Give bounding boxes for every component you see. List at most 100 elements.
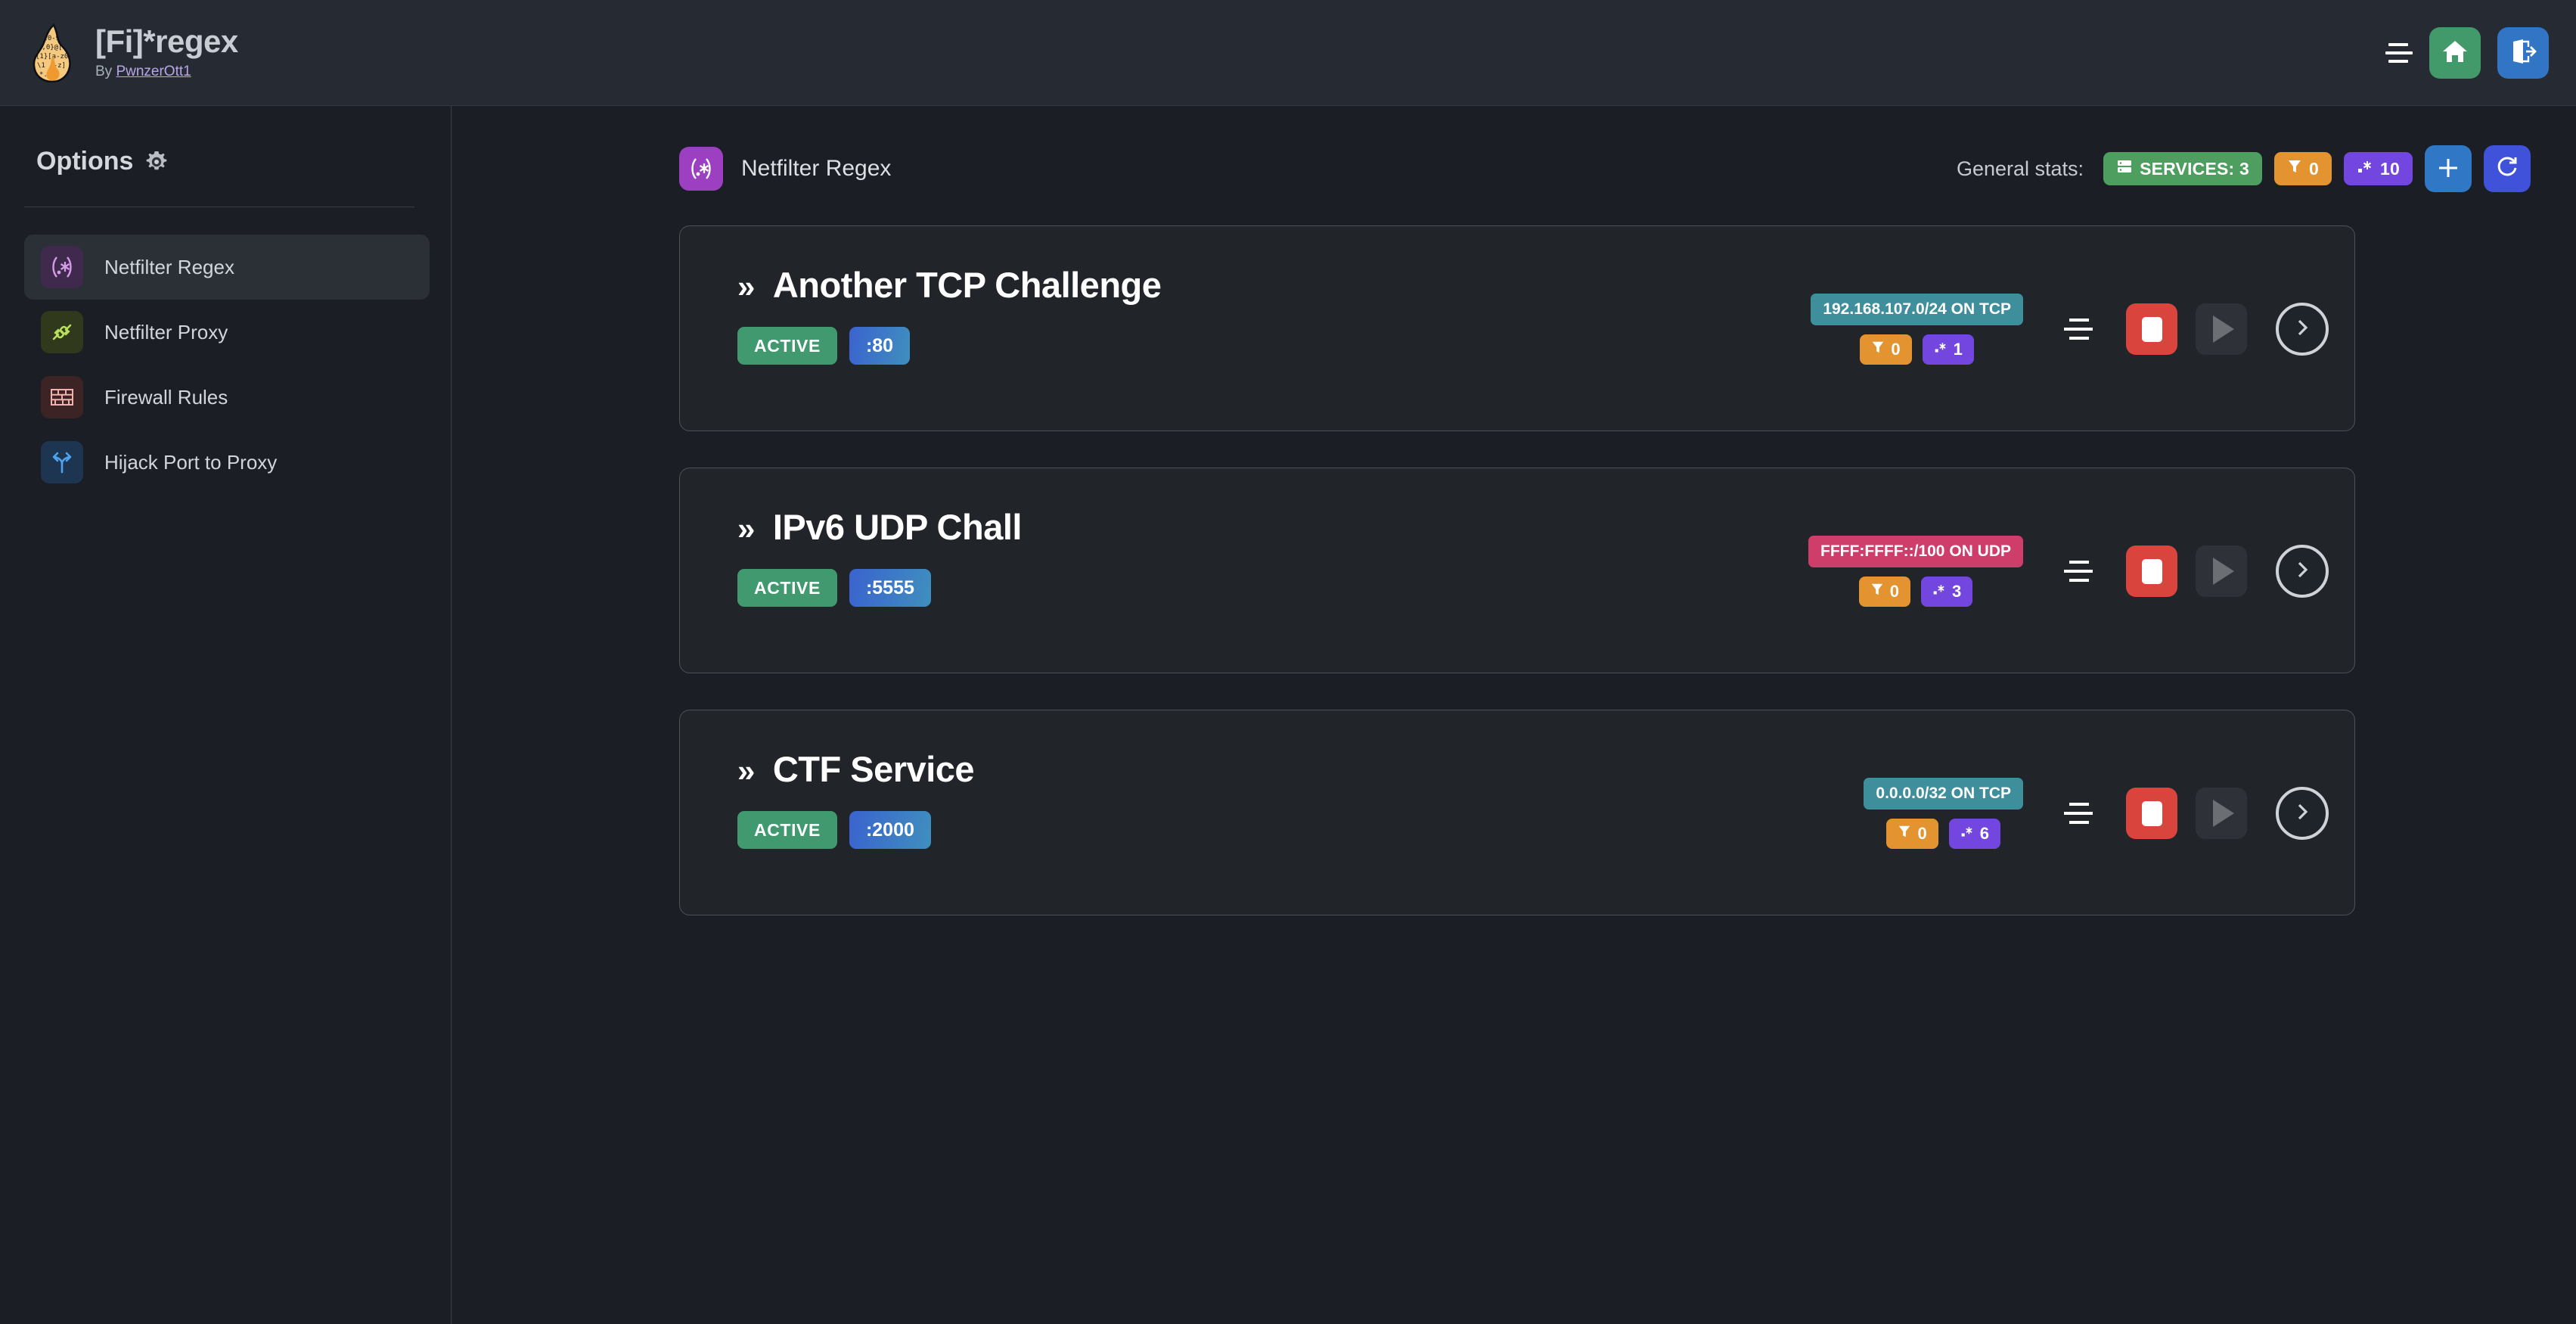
add-service-button[interactable] xyxy=(2425,145,2472,192)
filter-icon xyxy=(1870,582,1884,601)
service-card[interactable]: » Another TCP Challenge ACTIVE :80 192.1… xyxy=(679,225,2355,431)
status-badge: ACTIVE xyxy=(737,569,837,607)
service-tags: ACTIVE :5555 xyxy=(737,569,1022,607)
plug-icon xyxy=(41,311,83,353)
stop-button[interactable] xyxy=(2126,545,2177,597)
service-counters: 0 6 xyxy=(1886,819,2000,849)
chevron-right-icon xyxy=(2291,316,2314,343)
stop-button[interactable] xyxy=(2126,788,2177,839)
play-button[interactable] xyxy=(2196,545,2247,597)
open-service-button[interactable] xyxy=(2276,303,2329,356)
logout-button[interactable] xyxy=(2497,26,2549,79)
hamburger-menu-icon[interactable] xyxy=(2378,40,2413,66)
service-name: Another TCP Challenge xyxy=(772,265,1162,305)
stat-services[interactable]: SERVICES: 3 xyxy=(2103,152,2263,185)
stat-regexes-text: 10 xyxy=(2380,158,2400,179)
regex-dot-star-icon xyxy=(1960,824,1974,844)
open-service-button[interactable] xyxy=(2276,787,2329,840)
port-badge: :5555 xyxy=(849,569,931,607)
chevron-right-icon xyxy=(2291,558,2314,585)
sidebar-title: Options xyxy=(36,147,134,176)
filter-icon xyxy=(2287,158,2302,179)
service-regex-count[interactable]: 6 xyxy=(1948,819,2000,849)
regex-dot-star-icon xyxy=(2357,158,2373,179)
stop-icon xyxy=(2141,800,2162,826)
gear-icon xyxy=(144,149,169,175)
svg-text:{1}[a-z0-9]: {1}[a-z0-9] xyxy=(36,53,77,61)
service-filters-count-text: 0 xyxy=(1891,340,1901,359)
sidebar-item-firewall-rules[interactable]: Firewall Rules xyxy=(24,365,430,430)
service-network-group: 192.168.107.0/24 ON TCP 0 1 xyxy=(1811,294,2023,365)
svg-text:-z0-9: -z0-9 xyxy=(39,35,60,42)
service-counters: 0 1 xyxy=(1860,334,1974,365)
author-link[interactable]: PwnzerOtt1 xyxy=(116,63,191,79)
double-chevron-icon: » xyxy=(737,511,755,546)
sidebar-item-netfilter-proxy[interactable]: Netfilter Proxy xyxy=(24,300,430,365)
list-icon[interactable] xyxy=(2056,556,2093,586)
refresh-icon xyxy=(2494,155,2520,183)
filter-icon xyxy=(1898,824,1911,844)
network-badge: 192.168.107.0/24 ON TCP xyxy=(1811,294,2023,325)
service-tags: ACTIVE :2000 xyxy=(737,811,974,849)
network-badge: FFFF:FFFF::/100 ON UDP xyxy=(1808,536,2023,567)
main-content: Netfilter Regex General stats: SERVICES:… xyxy=(452,106,2576,1324)
sidebar-nav: Netfilter Regex Netfilter Proxy xyxy=(0,207,451,495)
service-actions: 0.0.0.0/32 ON TCP 0 6 xyxy=(1864,710,2329,916)
filter-icon xyxy=(1871,340,1885,359)
home-button[interactable] xyxy=(2429,26,2481,79)
brick-wall-icon xyxy=(41,376,83,418)
sidebar-item-hijack-port-to-proxy[interactable]: Hijack Port to Proxy xyxy=(24,430,430,495)
regex-icon xyxy=(41,246,83,288)
service-filters-count[interactable]: 0 xyxy=(1860,334,1912,365)
play-button[interactable] xyxy=(2196,303,2247,355)
server-icon xyxy=(2116,158,2133,179)
app-title: [Fi]*regex xyxy=(95,23,238,60)
play-button[interactable] xyxy=(2196,788,2247,839)
stat-regexes[interactable]: 10 xyxy=(2344,152,2413,185)
app-header: -z0-9 2,0}@[a {1}[a-z0-9] \1 .-z] *.{2} … xyxy=(0,0,2576,106)
play-icon xyxy=(2213,800,2234,827)
service-actions: FFFF:FFFF::/100 ON UDP 0 3 xyxy=(1808,468,2329,674)
service-info: » IPv6 UDP Chall ACTIVE :5555 xyxy=(737,506,1022,607)
play-icon xyxy=(2213,558,2234,585)
sidebar-item-netfilter-regex[interactable]: Netfilter Regex xyxy=(24,235,430,300)
service-info: » Another TCP Challenge ACTIVE :80 xyxy=(737,264,1162,365)
stat-filters[interactable]: 0 xyxy=(2274,152,2332,185)
stat-services-text: SERVICES: 3 xyxy=(2140,158,2250,179)
service-regex-count[interactable]: 3 xyxy=(1921,577,1973,607)
service-actions: 192.168.107.0/24 ON TCP 0 1 xyxy=(1811,226,2329,432)
service-network-group: 0.0.0.0/32 ON TCP 0 6 xyxy=(1864,778,2023,849)
status-badge: ACTIVE xyxy=(737,811,837,849)
service-counters: 0 3 xyxy=(1858,577,1973,607)
sidebar-item-label: Firewall Rules xyxy=(104,385,228,409)
port-badge: :2000 xyxy=(849,811,931,849)
home-icon xyxy=(2441,39,2469,67)
service-regex-count[interactable]: 1 xyxy=(1922,334,1974,365)
sidebar-item-label: Netfilter Regex xyxy=(104,255,234,278)
flame-regex-logo-icon: -z0-9 2,0}@[a {1}[a-z0-9] \1 .-z] *.{2} xyxy=(29,23,77,82)
list-icon[interactable] xyxy=(2056,798,2093,828)
service-card[interactable]: » IPv6 UDP Chall ACTIVE :5555 FFFF:FFFF:… xyxy=(679,468,2355,673)
sidebar-item-label: Netfilter Proxy xyxy=(104,320,228,343)
header-actions xyxy=(2378,26,2576,79)
svg-text:2,0}@[a: 2,0}@[a xyxy=(38,44,67,51)
double-chevron-icon: » xyxy=(737,753,755,788)
service-filters-count[interactable]: 0 xyxy=(1858,577,1910,607)
double-chevron-icon: » xyxy=(737,269,755,304)
service-name: CTF Service xyxy=(772,749,975,789)
service-regex-count-text: 3 xyxy=(1952,582,1962,601)
open-service-button[interactable] xyxy=(2276,545,2329,598)
service-filters-count[interactable]: 0 xyxy=(1886,819,1938,849)
plus-icon xyxy=(2435,155,2461,183)
regex-icon xyxy=(679,147,723,191)
stop-button[interactable] xyxy=(2126,303,2177,355)
fork-arrow-icon xyxy=(41,441,83,483)
sidebar-item-label: Hijack Port to Proxy xyxy=(104,450,278,474)
service-name: IPv6 UDP Chall xyxy=(772,507,1023,547)
service-card[interactable]: » CTF Service ACTIVE :2000 0.0.0.0/32 ON… xyxy=(679,710,2355,915)
refresh-button[interactable] xyxy=(2484,145,2531,192)
page-title: Netfilter Regex xyxy=(741,156,892,181)
logout-icon xyxy=(2509,39,2537,67)
list-icon[interactable] xyxy=(2056,314,2093,344)
general-stats-label: General stats: xyxy=(1956,157,2084,180)
